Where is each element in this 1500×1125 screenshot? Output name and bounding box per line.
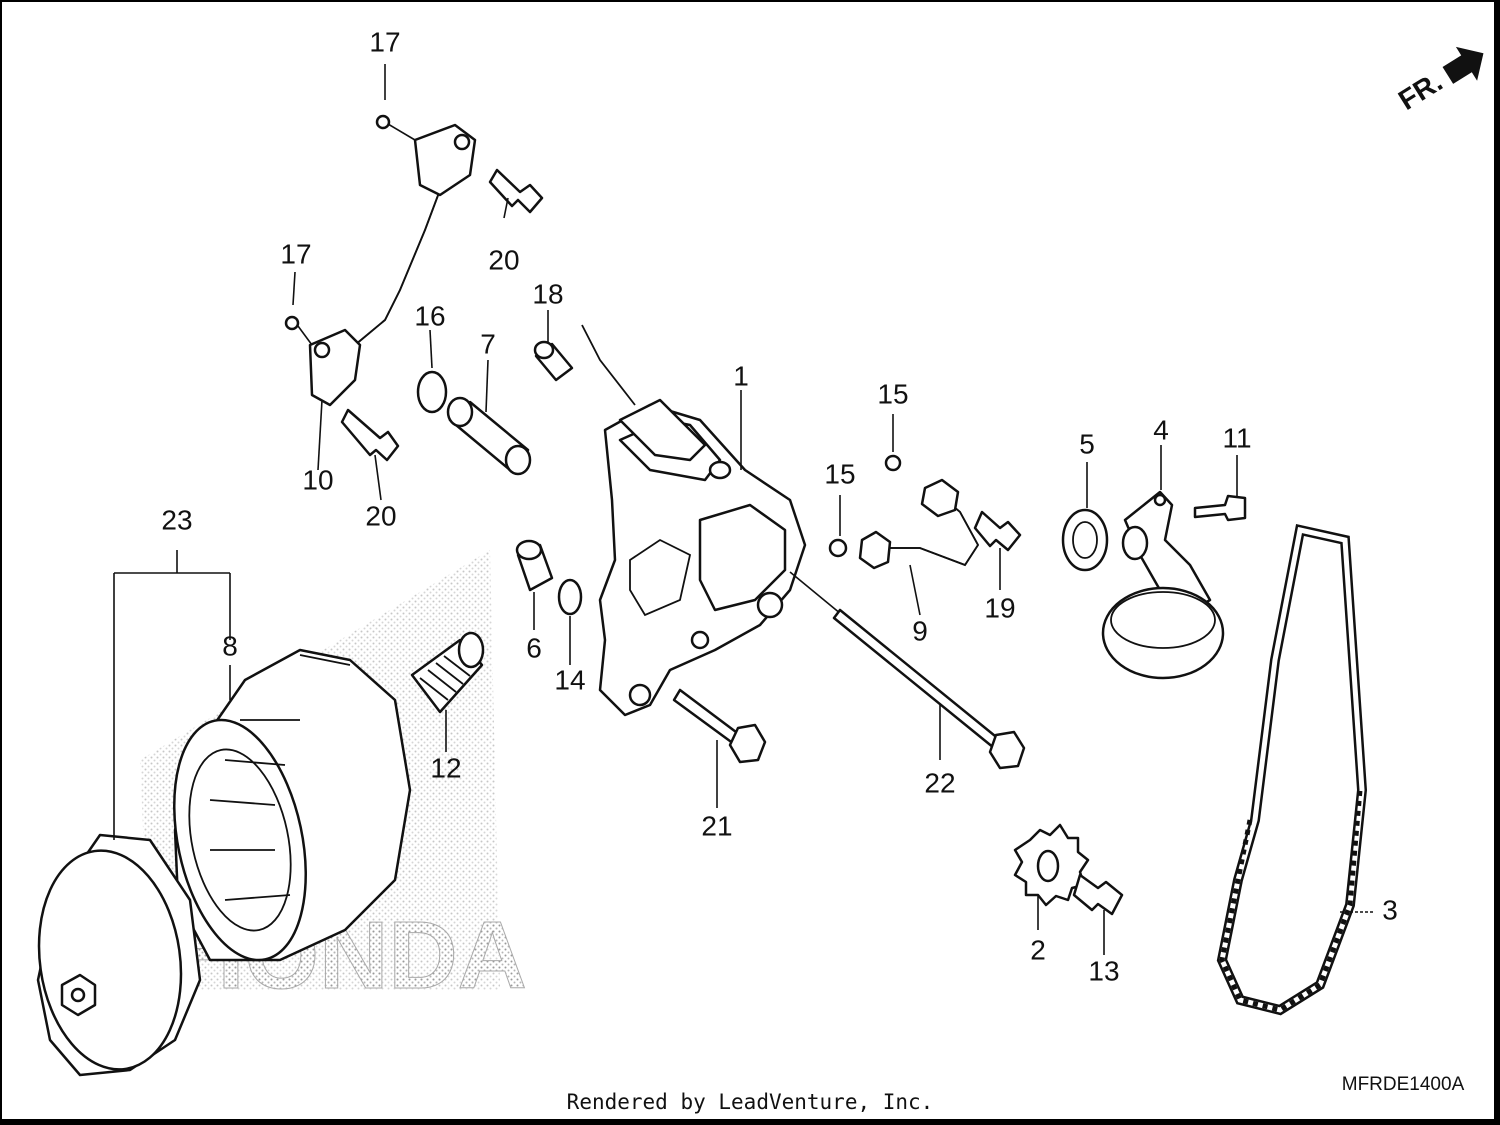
callout-15-lower: 15	[824, 458, 855, 489]
callout-12: 12	[430, 752, 461, 783]
forward-arrow-icon	[1442, 46, 1484, 84]
callout-8: 8	[222, 630, 238, 661]
threaded-joint-12	[410, 631, 485, 714]
callout-17-upper: 17	[369, 26, 400, 57]
callout-20-lower: 20	[365, 500, 396, 531]
direction-label: FR.	[1393, 66, 1448, 116]
callout-21: 21	[701, 810, 732, 841]
callout-5: 5	[1079, 428, 1095, 459]
callout-20-upper: 20	[488, 244, 519, 275]
oil-pipe-9	[858, 478, 980, 570]
bolt-13	[1072, 873, 1124, 916]
bolt-19	[973, 510, 1022, 552]
sprocket-2	[1013, 823, 1090, 907]
callout-7: 7	[480, 328, 496, 359]
seal-5	[1061, 508, 1109, 572]
callout-15-upper: 15	[877, 378, 908, 409]
callout-22: 22	[924, 767, 955, 798]
callout-11: 11	[1222, 422, 1251, 453]
o-ring-14	[557, 578, 583, 616]
washer-15-lower	[828, 538, 848, 558]
callout-18: 18	[532, 278, 563, 309]
pipe-bracket-assembly	[284, 114, 544, 462]
dowel-pipe-7	[446, 396, 532, 476]
callout-9: 9	[912, 615, 928, 646]
o-ring-16	[416, 370, 448, 414]
collar-6	[515, 539, 554, 592]
render-credit: Rendered by LeadVenture, Inc.	[566, 1090, 934, 1114]
callout-6: 6	[526, 632, 542, 663]
diagram-code: MFRDE1400A	[1342, 1074, 1465, 1095]
leader-lines	[229, 64, 1375, 955]
front-direction-marker: FR.	[1393, 46, 1484, 116]
callout-labels: 17 17 20 20 10 18 16 7 1 15 15 5 4 11 23…	[161, 26, 1397, 986]
oil-filter-8	[173, 648, 412, 962]
callout-10: 10	[302, 464, 333, 495]
callout-14: 14	[554, 664, 585, 695]
collar-18	[533, 340, 574, 382]
callout-23: 23	[161, 504, 192, 535]
callout-1: 1	[733, 360, 749, 391]
oil-pump-1	[581, 324, 807, 717]
filter-cap-23	[36, 833, 202, 1077]
callout-17-lower: 17	[280, 238, 311, 269]
strainer-4	[1101, 490, 1225, 680]
callout-19: 19	[984, 592, 1015, 623]
callout-13: 13	[1088, 955, 1119, 986]
callout-3: 3	[1382, 894, 1398, 925]
callout-16: 16	[414, 300, 445, 331]
drive-chain-3	[1216, 524, 1368, 1016]
callout-4: 4	[1153, 414, 1169, 445]
washer-15-upper	[884, 454, 902, 472]
bolt-22	[789, 571, 1026, 770]
callout-2: 2	[1030, 934, 1046, 965]
washer-17-upper	[375, 114, 391, 130]
bolt-11	[1193, 494, 1247, 522]
washer-17-lower	[284, 315, 300, 331]
bolt-21	[672, 688, 767, 764]
